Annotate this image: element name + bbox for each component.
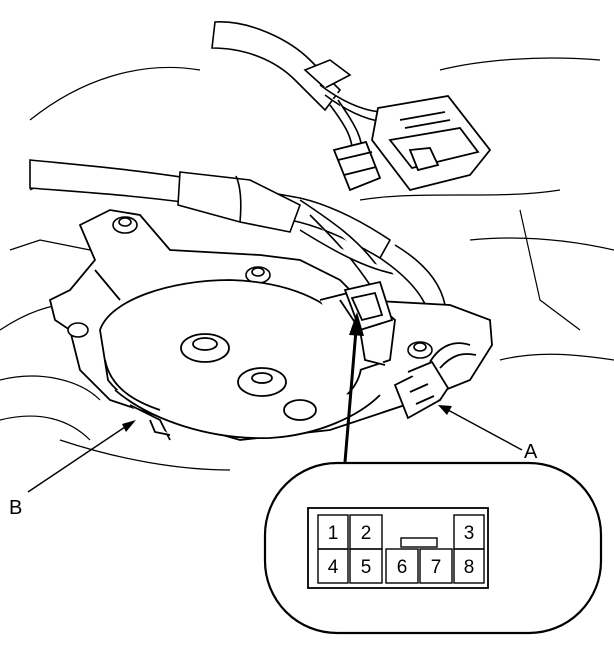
pin-label: 7 <box>431 557 442 578</box>
callout-a-leader <box>438 405 523 451</box>
connector-terminal-view: 1 2 3 4 5 6 7 8 <box>263 461 603 635</box>
callout-b-label: B <box>9 497 22 519</box>
pin-label: 1 <box>328 523 339 544</box>
upper-harness <box>211 21 386 163</box>
pin-label: 8 <box>464 557 475 578</box>
pin-label: 6 <box>397 557 408 578</box>
pin-label: 5 <box>361 557 372 578</box>
callout-b-leader <box>27 420 136 493</box>
upper-connector-small <box>332 140 382 192</box>
view-leader-arrow <box>343 312 364 463</box>
upper-connector-large <box>371 95 492 192</box>
connector-a-plug <box>393 342 477 420</box>
bolt-icon <box>67 216 433 359</box>
pin-label: 4 <box>328 557 339 578</box>
underbody-outline <box>0 57 614 471</box>
callout-a-label: A <box>524 441 538 463</box>
pin-label: 2 <box>361 523 372 544</box>
pin-label: 3 <box>464 523 475 544</box>
